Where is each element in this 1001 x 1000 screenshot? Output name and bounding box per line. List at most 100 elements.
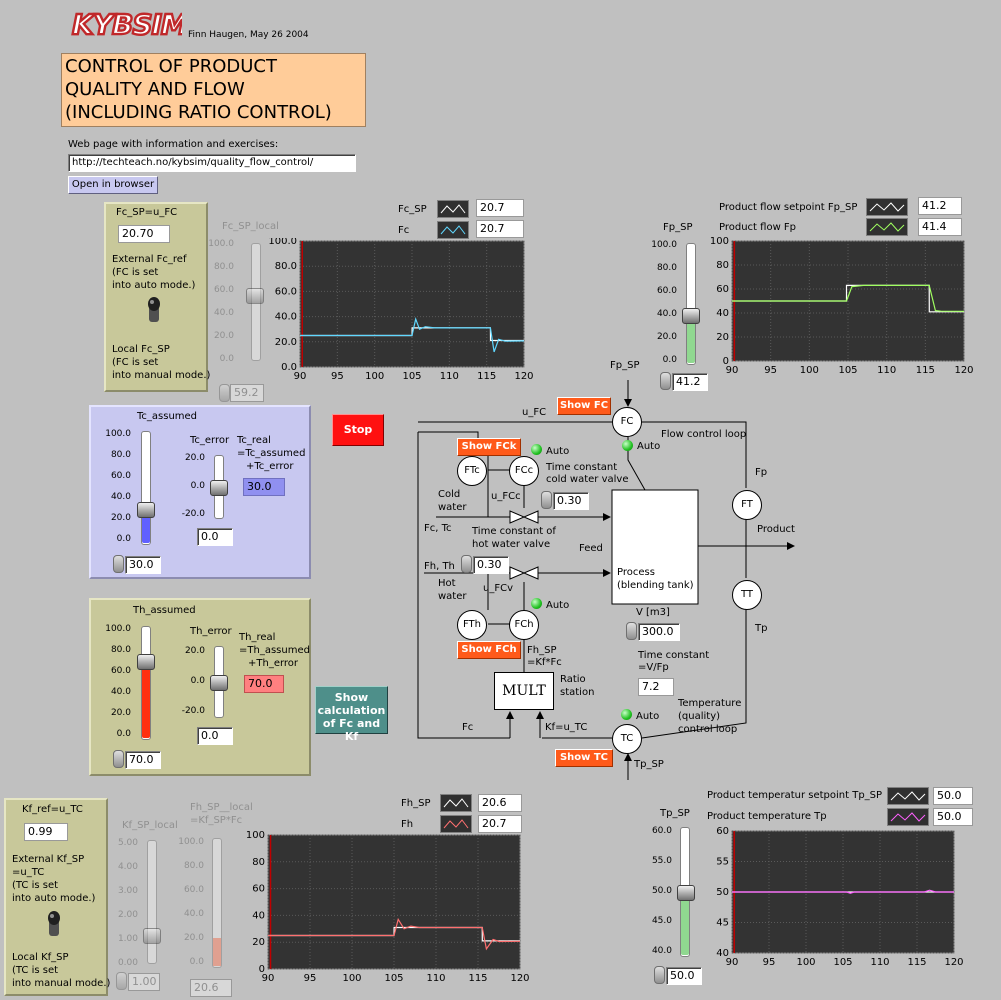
th-assumed-spin[interactable] (113, 750, 124, 768)
process-line-1: Process (617, 567, 655, 578)
th-error-value[interactable]: 0.0 (197, 727, 233, 745)
open-browser-button[interactable]: Open in browser (68, 176, 158, 194)
cold-water-line-2: water (438, 502, 467, 513)
fp-sp-legend-value: 41.2 (918, 197, 962, 215)
kf-sp-local-knob[interactable] (143, 928, 161, 944)
tc-controller[interactable]: TC (612, 724, 642, 754)
v-value[interactable]: 300.0 (638, 623, 680, 641)
x-tick-label: 110 (440, 371, 459, 382)
show-fck-button[interactable]: Show FCk (457, 438, 521, 456)
tc-error-value[interactable]: 0.0 (197, 528, 233, 546)
tp-sp-legend-swatch (887, 787, 929, 805)
fh-legend-swatch (440, 815, 472, 833)
fc-external-line-3: into auto mode.) (112, 280, 196, 291)
hot-water-line-1: Hot (438, 578, 456, 589)
x-tick-label: 95 (331, 371, 344, 382)
show-tc-button[interactable]: Show TC (555, 749, 613, 767)
fp-sp-spin[interactable] (660, 372, 671, 390)
y-tick-label: 40 (716, 948, 729, 959)
y-tick-label: 100 (246, 831, 265, 841)
u-fcc-label: u_FCc (491, 491, 521, 502)
tc-panel: Tc_assumed 100.0 80.0 60.0 40.0 20.0 0.0… (89, 405, 311, 579)
fc-sp-local-knob[interactable] (246, 288, 264, 304)
series-line-1 (732, 284, 965, 312)
fcc-auto-led (531, 444, 542, 455)
fc-sp-local-label: Fc_SP_local (222, 221, 279, 232)
hot-tc-spin[interactable] (461, 555, 472, 573)
fh-sp-legend-swatch (440, 794, 472, 812)
fp-sp-diagram-label: Fp_SP (610, 360, 640, 371)
tc-assumed-value[interactable]: 30.0 (125, 556, 161, 574)
fh-sp-local-bar (212, 838, 222, 968)
y-tick-label: 60.0 (275, 286, 297, 297)
show-calculation-button[interactable]: Show calculation of Fc and Kf (315, 686, 388, 743)
hot-tc-value[interactable]: 0.30 (473, 556, 509, 574)
fc-mode-toggle[interactable] (146, 296, 162, 326)
fch-auto-label: Auto (546, 600, 570, 611)
show-calc-line-2: calculation (317, 704, 386, 717)
tt-transmitter: TT (732, 580, 762, 610)
fp-sp-slider-knob[interactable] (682, 308, 700, 324)
th-assumed-value[interactable]: 70.0 (125, 751, 161, 769)
flow-loop-label: Flow control loop (661, 429, 747, 440)
tc-assumed-slider[interactable] (141, 431, 151, 545)
th-panel: Th_assumed 100.0 80.0 60.0 40.0 20.0 0.0… (89, 598, 311, 776)
th-assumed-knob[interactable] (137, 654, 155, 670)
y-tick-label: 100.0 (268, 238, 297, 247)
kf-sp-local-spin[interactable] (116, 972, 127, 990)
tc-error-knob[interactable] (210, 480, 228, 496)
y-tick-label: 80 (716, 260, 729, 271)
y-tick-label: 20 (252, 937, 265, 948)
tau-line-1: Time constant (638, 650, 710, 661)
th-error-knob[interactable] (210, 675, 228, 691)
th-assumed-fill (142, 660, 150, 738)
x-tick-label: 110 (877, 365, 896, 376)
kf-sp-local-label: Kf_SP_local (122, 820, 178, 831)
y-tick-label: 40.0 (275, 312, 297, 323)
hot-tc-line-2: hot water valve (472, 539, 551, 550)
show-fc-button[interactable]: Show FC (557, 397, 611, 415)
cold-tc-spin[interactable] (541, 491, 552, 509)
cold-tc-value[interactable]: 0.30 (553, 492, 589, 510)
page-title: CONTROL OF PRODUCT QUALITY AND FLOW (INC… (61, 53, 366, 127)
fc-controller[interactable]: FC (612, 407, 642, 437)
fh-sp-line-2: =Kf*Fc (527, 657, 562, 668)
v-spin[interactable] (626, 622, 637, 640)
fch-controller[interactable]: FCh (509, 610, 539, 640)
fc-sp-local-value: 59.2 (230, 384, 264, 402)
kf-sp-local-slider[interactable] (147, 840, 157, 964)
tp-sp-spin[interactable] (654, 966, 665, 984)
title-line-3: (INCLUDING RATIO CONTROL) (65, 102, 332, 123)
y-tick-label: 45 (716, 918, 729, 929)
fp-sp-value[interactable]: 41.2 (672, 373, 708, 391)
y-tick-label: 100 (710, 236, 729, 247)
fc-auto-label: Auto (637, 441, 661, 452)
tc-real-value: 30.0 (243, 478, 285, 496)
ratio-station-line-2: station (560, 687, 595, 698)
url-field[interactable]: http://techteach.no/kybsim/quality_flow_… (68, 154, 356, 172)
tc-assumed-knob[interactable] (137, 502, 155, 518)
th-real-line-2: =Th_assumed (239, 645, 310, 656)
series-line-1 (732, 889, 954, 894)
tp-sp-slider-knob[interactable] (677, 885, 695, 901)
kf-setpoint-panel: Kf_ref=u_TC 0.99 External Kf_SP =u_TC (T… (4, 798, 110, 996)
tp-sp-slider-label: Tp_SP (660, 808, 690, 819)
tc-assumed-spin[interactable] (113, 555, 124, 573)
tp-sp-value[interactable]: 50.0 (666, 967, 702, 985)
fc-sp-local-spin[interactable] (219, 384, 230, 402)
show-fch-button[interactable]: Show FCh (457, 641, 521, 659)
y-tick-label: 60 (716, 284, 729, 295)
x-tick-label: 100 (342, 973, 361, 984)
stop-button[interactable]: Stop (332, 414, 384, 446)
x-tick-label: 115 (468, 973, 487, 984)
x-tick-label: 100 (365, 371, 384, 382)
kf-mode-toggle[interactable] (46, 910, 62, 940)
cold-water-line-1: Cold (438, 489, 461, 500)
fh-legend-value: 20.7 (478, 815, 522, 833)
fp-sp-slider[interactable] (686, 243, 696, 365)
fcc-controller[interactable]: FCc (509, 456, 539, 486)
th-assumed-title: Th_assumed (133, 605, 196, 616)
ftc-transmitter: FTc (457, 456, 487, 486)
th-real-value: 70.0 (244, 675, 284, 693)
y-tick-label: 20.0 (275, 337, 297, 348)
